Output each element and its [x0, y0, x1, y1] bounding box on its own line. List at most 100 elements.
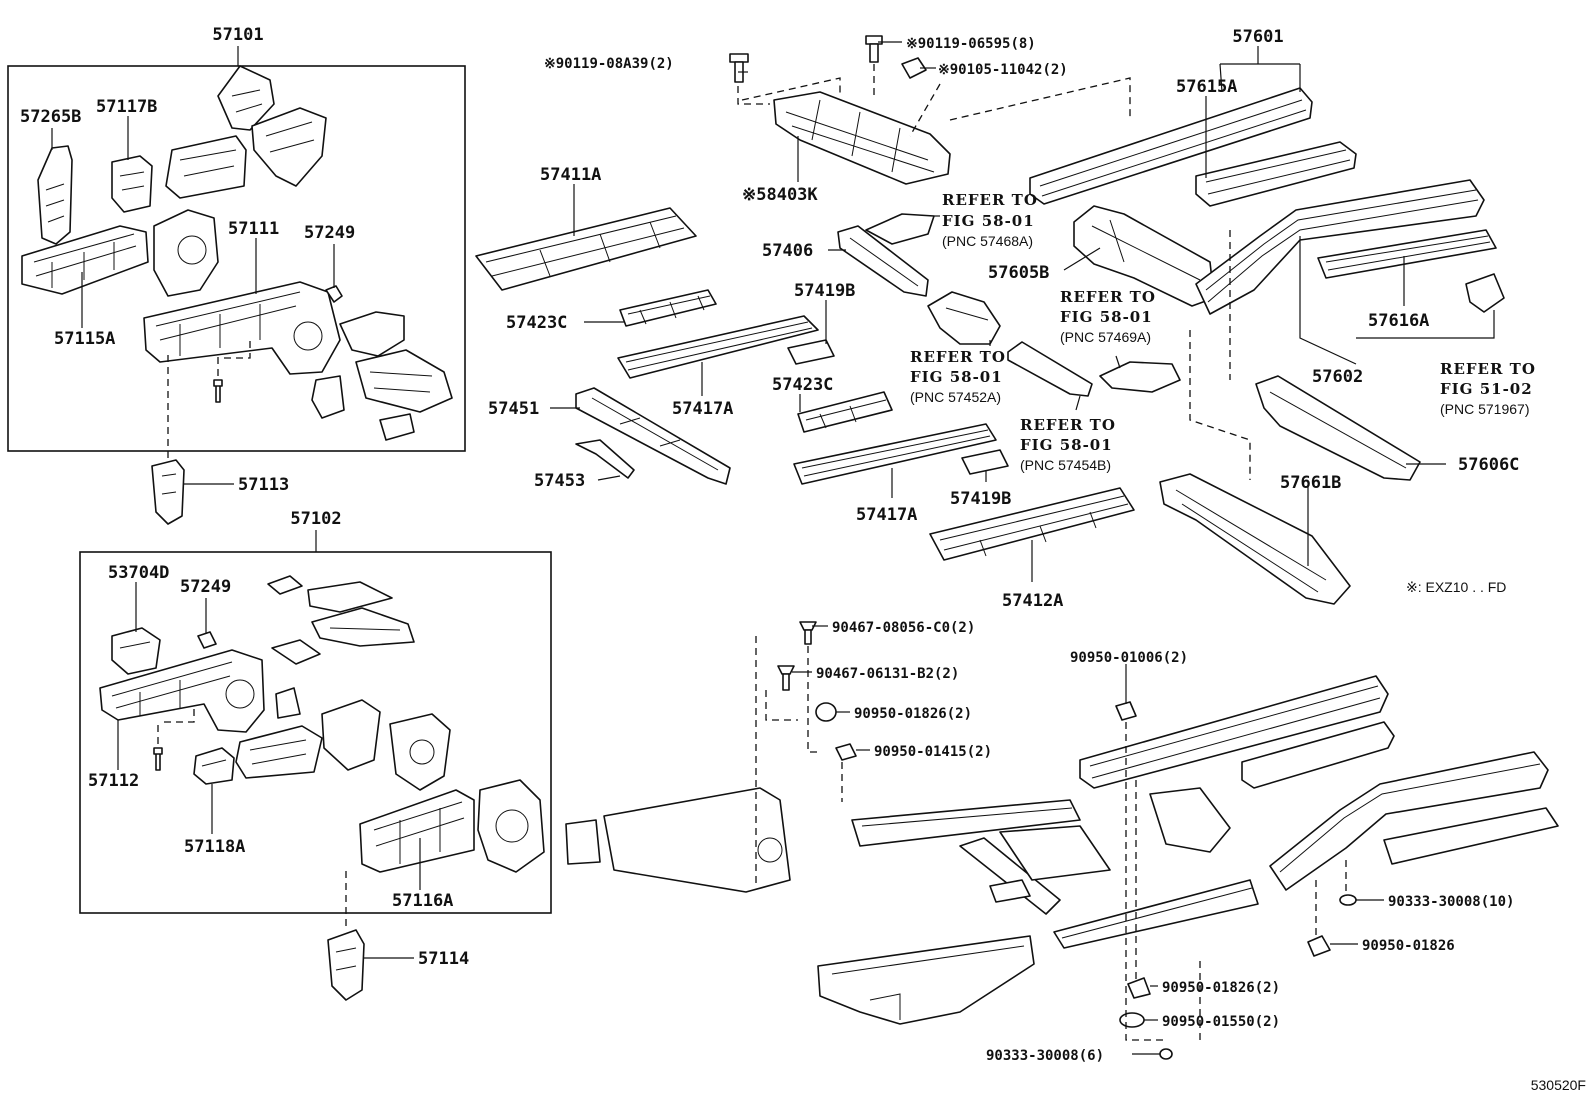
part-label-57423C-b: 57423C	[772, 375, 833, 395]
fastener-label-90950-01826-c: 90950-01826(2)	[1162, 980, 1280, 996]
part-label-57419B-a: 57419B	[794, 281, 855, 301]
part-drawing-57113	[151, 352, 185, 525]
part-drawing-58403K	[737, 64, 1131, 185]
part-label-58403K: ※58403K	[742, 185, 818, 205]
part-label-57661B: 57661B	[1280, 473, 1341, 493]
fastener-label-90950-01826-a: 90950-01826(2)	[854, 706, 972, 722]
part-drawing-57112	[99, 649, 265, 733]
part-drawing-57606C	[1255, 375, 1421, 481]
fastener-label-90467-08056: 90467-08056-C0(2)	[832, 620, 975, 636]
part-label-57453: 57453	[534, 471, 585, 491]
part-label-53704D: 53704D	[108, 563, 169, 583]
part-drawing-57453	[575, 439, 635, 479]
part-drawing-fastener-90950-01826-c	[1127, 977, 1151, 999]
part-drawing-57661B	[1159, 473, 1351, 605]
part-drawing-57419B-b	[961, 449, 1009, 475]
part-drawing-fastener-90950-01415	[835, 743, 857, 761]
part-drawing-57101-wheelhouse	[153, 209, 219, 297]
part-drawing-57423C-a	[619, 289, 717, 327]
part-label-57417A-b: 57417A	[856, 505, 917, 525]
part-label-57116A: 57116A	[392, 891, 453, 911]
part-drawing-57116A	[359, 779, 545, 873]
part-drawing-57616A	[1317, 229, 1497, 279]
part-drawing-57117B	[111, 155, 153, 213]
part-drawing-57114	[327, 866, 365, 1001]
part-drawing-57411A	[475, 207, 697, 291]
part-label-57406: 57406	[762, 241, 813, 261]
part-drawing-57419B-a	[787, 339, 835, 365]
leader-dashes-right-upper	[1189, 230, 1251, 480]
reference-note-57468A: REFER TO FIG 58-01 (PNC 57468A)	[942, 191, 1037, 249]
reference-note-571967: REFER TO FIG 51-02 (PNC 571967)	[1440, 360, 1536, 417]
group-label-57101: 57101	[212, 25, 263, 45]
leader-lines	[51, 41, 1495, 1055]
part-drawing-57101-upper	[165, 65, 327, 199]
reference-pnc: (PNC 57468A)	[942, 233, 1033, 249]
fastener-label-90333-30008-a: 90333-30008(10)	[1388, 894, 1514, 910]
part-label-57412A: 57412A	[1002, 591, 1063, 611]
fastener-label-90950-01006: 90950-01006(2)	[1070, 650, 1188, 666]
part-drawing-57249-bottom	[197, 631, 217, 649]
part-drawing-fastener-90333-30008-b	[1159, 1048, 1173, 1060]
part-drawing-fastener-90119-06595	[865, 35, 883, 63]
part-label-57417A-a: 57417A	[672, 399, 733, 419]
part-label-57615A: 57615A	[1176, 77, 1237, 97]
group-label-57602: 57602	[1312, 367, 1363, 387]
drawing-id: 530520F	[1531, 1077, 1586, 1093]
fastener-label-90105-11042: ※90105-11042(2)	[938, 62, 1068, 78]
part-drawing-53704D	[111, 627, 161, 675]
part-label-57114: 57114	[418, 949, 469, 969]
part-drawing-fastener-90467-06131	[777, 665, 795, 691]
part-drawing-57115A	[21, 225, 149, 295]
part-label-57112: 57112	[88, 771, 139, 791]
part-drawing-bolt-57101	[213, 340, 251, 403]
part-drawing-57417A-b	[793, 423, 997, 485]
fastener-label-90950-01826-b: 90950-01826	[1362, 938, 1455, 954]
part-drawing-57249-top	[325, 285, 343, 303]
part-drawing-57615A	[1195, 141, 1357, 207]
reference-pnc: (PNC 57454B)	[1020, 457, 1111, 473]
part-label-57606C: 57606C	[1458, 455, 1519, 475]
part-label-57113: 57113	[238, 475, 289, 495]
part-drawing-fastener-90119-08A39	[729, 53, 749, 83]
group-frame-57101	[7, 65, 466, 452]
part-drawing-bolt-57102	[153, 706, 195, 771]
part-drawing-fastener-90950-01826-a	[815, 702, 837, 722]
reference-pnc: (PNC 571967)	[1440, 401, 1530, 417]
part-drawing-fastener-90105-11042	[901, 57, 927, 79]
part-drawing-57417A-a	[617, 315, 819, 379]
part-drawing-57602-rail	[1195, 179, 1485, 315]
fastener-label-90333-30008-b: 90333-30008(6)	[986, 1048, 1104, 1064]
reference-note-57452A: REFER TO FIG 58-01 (PNC 57452A)	[910, 348, 1005, 405]
part-drawing-floor-assembly	[565, 636, 1559, 1041]
part-drawing-57605B	[1073, 205, 1215, 307]
part-drawing-57265B	[37, 145, 73, 245]
part-label-57115A: 57115A	[54, 329, 115, 349]
part-drawing-ref-57469A	[1099, 361, 1181, 393]
part-drawing-ref-57454B	[1007, 341, 1093, 397]
part-drawing-57118A	[193, 747, 235, 785]
reference-refer: REFER TO	[1060, 288, 1156, 306]
part-drawing-ref-57468A	[865, 213, 935, 245]
part-drawing-ref-571967	[1465, 273, 1505, 313]
part-drawing-fastener-90950-01550	[1119, 1012, 1145, 1028]
reference-refer: REFER TO	[1440, 360, 1536, 378]
part-drawing-ref-57452A	[927, 291, 1001, 345]
reference-note-57454B: REFER TO FIG 58-01 (PNC 57454B)	[1020, 416, 1115, 473]
part-drawing-fastener-90467-08056	[799, 621, 817, 645]
applicability-note: ※: EXZ10 . . FD	[1406, 579, 1506, 595]
part-label-57118A: 57118A	[184, 837, 245, 857]
part-drawing-fastener-90950-01826-b	[1307, 935, 1331, 957]
part-label-57411A: 57411A	[540, 165, 601, 185]
part-drawing-57102-upper	[235, 575, 451, 791]
reference-note-57469A: REFER TO FIG 58-01 (PNC 57469A)	[1060, 288, 1156, 345]
part-label-57423C-a: 57423C	[506, 313, 567, 333]
part-label-57249-top: 57249	[304, 223, 355, 243]
part-drawing-57423C-b	[797, 391, 893, 433]
part-drawing-57111	[143, 281, 341, 375]
fastener-label-90119-06595: ※90119-06595(8)	[906, 36, 1036, 52]
part-label-57451: 57451	[488, 399, 539, 419]
part-label-57117B: 57117B	[96, 97, 157, 117]
part-label-57249-bottom: 57249	[180, 577, 231, 597]
